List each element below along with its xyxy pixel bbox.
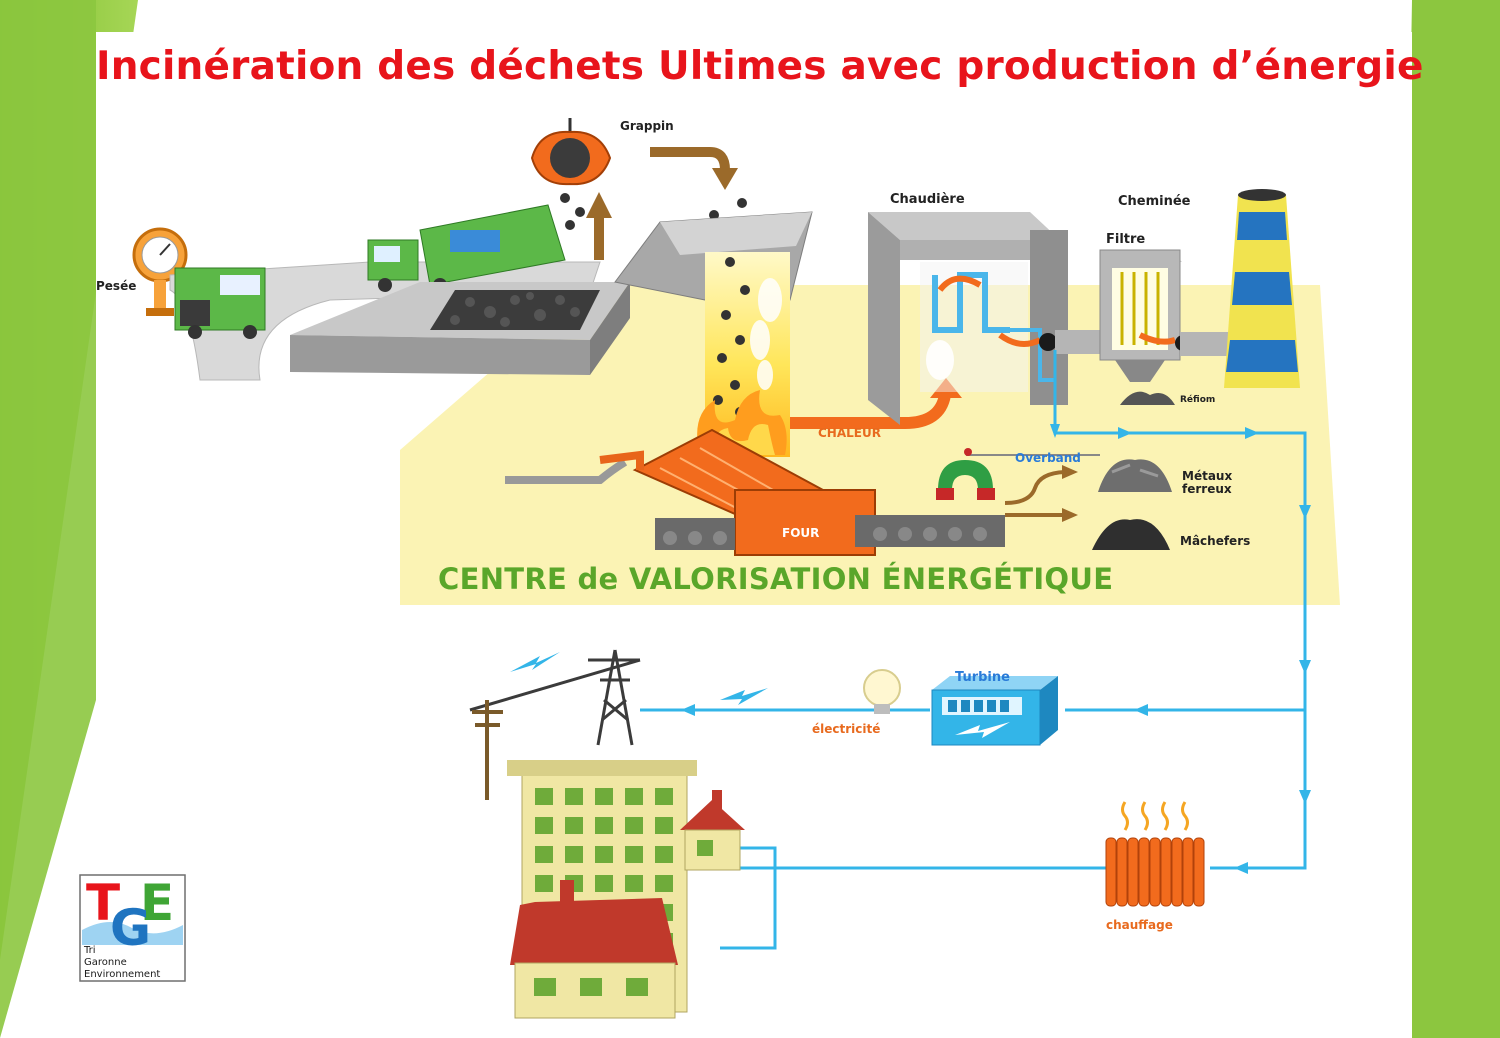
radiator-fin [1105,837,1117,907]
logo-line-2: Garonne [84,957,127,968]
weighbridge [132,227,188,316]
truck-weighing [174,267,266,339]
light-bulb [863,669,901,714]
radiator-fin [1160,837,1172,907]
grate [632,428,1005,556]
building-window [655,875,673,892]
refiom-pile [1120,391,1175,405]
building-window [565,788,583,805]
chimney [1224,189,1300,388]
radiator-fin [1182,837,1194,907]
label-grappin: Grappin [620,119,674,133]
truck-tipping [367,204,566,292]
logo-letter-g: G [110,899,151,957]
label-refiom: Réfiom [1180,394,1215,405]
label-metaux-2: ferreux [1182,482,1232,496]
label-chaudiere: Chaudière [890,192,965,207]
machefers-pile [1092,519,1170,550]
power-pylon [469,649,641,746]
boiler [868,212,1068,425]
house-right [680,790,745,871]
label-turbine: Turbine [955,670,1010,685]
label-chaleur: CHALEUR [818,426,881,440]
waste-bunker [290,282,630,375]
label-metaux-1: Métaux [1182,469,1232,483]
building-window [535,875,553,892]
building-window [625,875,643,892]
logo-line-3: Environnement [84,969,160,980]
energy-flow-lines [640,350,1307,950]
radiator-fin [1127,837,1139,907]
radiator-fin [1149,837,1161,907]
house-front [510,880,678,1019]
flow-arrowheads [681,424,1311,874]
building-window [595,817,613,834]
tge-logo: T E G Tri Garonne Environnement [79,874,186,982]
building-window [595,875,613,892]
building-window [535,788,553,805]
plant-floor [400,285,1340,605]
radiator-fin [1116,837,1128,907]
radiator-fin [1193,837,1205,907]
label-electricite: électricité [812,722,880,736]
steam-plume [750,278,782,390]
lightning-bolts [510,652,768,705]
logo-line-1: Tri [83,945,96,956]
radiator [1105,801,1205,907]
utility-pole [472,700,503,800]
building-window [595,788,613,805]
building-window [655,817,673,834]
building-window [565,817,583,834]
ash-feeder [505,450,644,484]
label-pesee: Pesée [96,279,136,293]
filter [1099,249,1191,382]
sorting-arrows [1004,470,1066,517]
building-window [625,817,643,834]
crane-arrows [586,147,747,260]
radiator-fin [1138,837,1150,907]
label-chauffage: chauffage [1106,918,1173,932]
building-window [625,846,643,863]
banner-title: CENTRE de VALORISATION ÉNERGÉTIQUE [438,562,1113,596]
building-window [625,788,643,805]
logo-letter-t: T [86,874,120,932]
building-window [535,817,553,834]
building-window [595,846,613,863]
label-overband: Overband [1015,451,1081,465]
slide-title: Incinération des déchets Ultimes avec pr… [96,44,1424,89]
label-four: FOUR [782,526,819,540]
label-machefers: Mâchefers [1180,534,1250,548]
building-window [565,846,583,863]
grab-crane [530,118,612,230]
metaux-pile [1098,459,1172,492]
turbine [931,676,1058,746]
label-filtre: Filtre [1106,232,1145,247]
overband-magnet [936,448,1100,500]
flue-duct-1 [1055,330,1105,354]
building-window [655,788,673,805]
building-window [535,846,553,863]
logo-letter-e: E [140,874,174,932]
building-window [655,846,673,863]
radiator-fin [1171,837,1183,907]
label-cheminee: Cheminée [1118,194,1191,209]
